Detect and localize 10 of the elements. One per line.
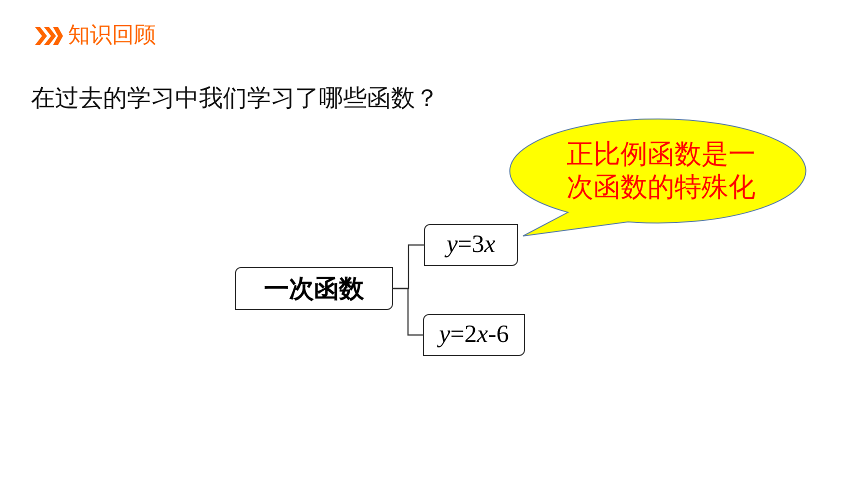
formula-text: y=2x-6 bbox=[439, 321, 509, 349]
formula-box bbox=[424, 224, 518, 266]
topic-label: 一次函数 bbox=[264, 273, 364, 305]
callout-text: 正比例函数是一次函数的特殊化 bbox=[566, 138, 756, 204]
question-text: 在过去的学习中我们学习了哪些函数？ bbox=[31, 83, 439, 114]
formula-box bbox=[423, 314, 525, 356]
formula-text: y=3x bbox=[446, 231, 496, 259]
connector-line bbox=[393, 288, 423, 336]
topic-box bbox=[235, 267, 393, 310]
section-heading: 知识回顾 bbox=[68, 22, 156, 50]
